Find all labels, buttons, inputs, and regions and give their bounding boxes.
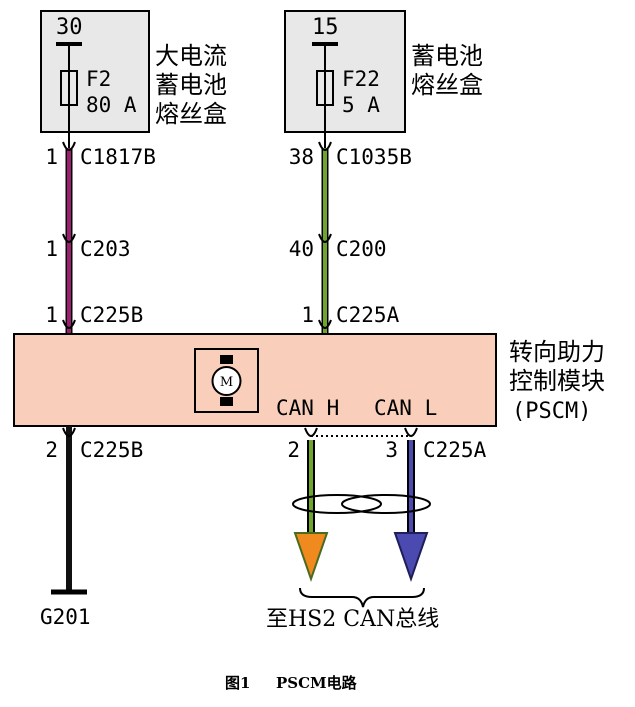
connector-can-l-symbol [404, 427, 418, 437]
pscm-name-line1: 转向助力 [509, 338, 605, 366]
connector-c1817b-symbol [62, 141, 76, 151]
motor-brush-top [220, 355, 233, 364]
pscm-module: M CAN H CAN L 转向助力 控制模块 (PSCM) [13, 333, 605, 427]
twisted-pair-loop-right [341, 494, 431, 514]
fuse-box-2-circuit: 15 [312, 15, 339, 40]
bus-label: 至HS2 CAN总线 [266, 607, 439, 632]
lower-connector-symbols [62, 427, 418, 437]
fuse-f2-rating: 80 A [86, 93, 137, 117]
connector-c1035b-name: C1035B [336, 145, 412, 169]
fuse-box-2-name-line2: 熔丝盒 [411, 71, 483, 99]
motor-brush-bottom [220, 397, 233, 406]
connector-c200-name: C200 [336, 237, 387, 261]
connector-c225b-top-symbol [62, 319, 76, 329]
fuse-box-1-frame [40, 10, 150, 133]
fuse-box-1: 30 F2 80 A 大电流 蓄电池 熔丝盒 [40, 10, 227, 148]
fuse-box-2-name-line1: 蓄电池 [411, 42, 483, 70]
connector-c225b-bottom-pin: 2 [45, 438, 58, 462]
figure-number: 图1 [225, 674, 250, 692]
connector-can-h-pin: 2 [287, 438, 300, 462]
connector-c225b-bottom-symbol [62, 427, 76, 437]
connector-c225b-top-name: C225B [80, 303, 143, 327]
pscm-name-line2: 控制模块 [509, 367, 605, 395]
connector-c200-pin: 40 [289, 237, 314, 261]
connector-c225a-top-symbol [318, 319, 332, 329]
can-h-arrow [293, 532, 329, 583]
fuse-f2-label: F2 [86, 67, 111, 91]
connector-c200-symbol [318, 233, 332, 243]
connector-c1817b-name: C1817B [80, 145, 156, 169]
fuse-box-1-name-line1: 大电流 [155, 42, 227, 70]
can-l-arrow [393, 532, 429, 583]
connector-c1817b-pin: 1 [45, 145, 58, 169]
fuse-box-1-name-line2: 蓄电池 [155, 71, 227, 99]
connector-can-h-symbol [304, 427, 318, 437]
fuse-box-2: 15 F22 5 A 蓄电池 熔丝盒 [284, 10, 483, 148]
bus-brace [299, 587, 425, 608]
fuse-box-1-circuit: 30 [56, 15, 83, 40]
fuse-box-2-frame [284, 10, 406, 133]
lower-wires [51, 426, 431, 608]
motor-symbol-label: M [220, 375, 233, 390]
connector-c203-symbol [62, 233, 76, 243]
can-h-label: CAN H [276, 396, 339, 420]
connector-c1035b-symbol [318, 141, 332, 151]
connector-c203-name: C203 [80, 237, 131, 261]
connector-c225b-top-pin: 1 [45, 303, 58, 327]
upper-connector-symbols [62, 141, 332, 329]
connector-c225b-bottom-name: C225B [80, 438, 143, 462]
connector-c1035b-pin: 38 [289, 145, 314, 169]
pscm-name-line3: (PSCM) [512, 399, 591, 424]
connector-c225a-bottom-name: C225A [423, 438, 487, 462]
twisted-pair-loop-left [292, 494, 382, 514]
connector-c225a-top-pin: 1 [301, 303, 314, 327]
connector-c225a-top-name: C225A [336, 303, 400, 327]
upper-connector-labels: 1 C1817B 1 C203 1 C225B 38 C1035B 40 C20… [45, 145, 412, 327]
figure-title: PSCM电路 [276, 674, 358, 692]
fuse-f22-label: F22 [342, 67, 380, 91]
fuse-box-1-name-line3: 熔丝盒 [155, 100, 227, 128]
motor-icon [211, 366, 242, 396]
can-l-label: CAN L [374, 396, 437, 420]
connector-c203-pin: 1 [45, 237, 58, 261]
lower-connector-labels: 2 C225B 2 3 C225A G201 [40, 438, 487, 629]
connector-can-l-pin: 3 [385, 438, 398, 462]
ground-label: G201 [40, 605, 91, 629]
fuse-f22-rating: 5 A [342, 93, 380, 117]
